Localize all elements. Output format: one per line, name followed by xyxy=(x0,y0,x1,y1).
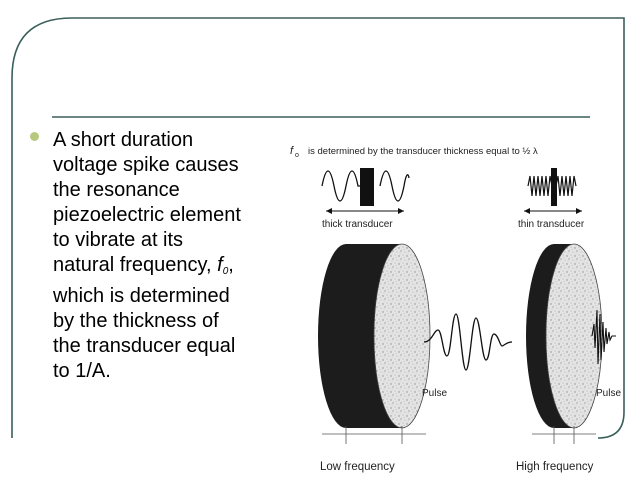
body-line: to 1/A. xyxy=(53,360,111,382)
body-line: to vibrate at its xyxy=(53,229,184,251)
thick-arrow-right-head xyxy=(398,208,404,214)
thin-transducer-label: thin transducer xyxy=(518,219,585,230)
thick-disk-face xyxy=(373,243,431,429)
body-line: by the thickness of xyxy=(53,310,219,332)
thick-transducer-label: thick transducer xyxy=(322,219,393,230)
body-line: the transducer equal xyxy=(53,335,236,357)
caption-subscript: o xyxy=(295,152,299,159)
f0-letter: f xyxy=(217,254,223,276)
low-frequency-pulse xyxy=(423,313,513,371)
thin-wave xyxy=(527,175,577,197)
transducer-figure: f o is determined by the transducer thic… xyxy=(290,145,621,473)
high-frequency-label: High frequency xyxy=(516,461,594,473)
slide-body-text: A short duration voltage spike causes th… xyxy=(53,128,283,384)
body-line: voltage spike causes xyxy=(53,154,239,176)
pulse-label-left: Pulse xyxy=(422,388,447,399)
body-line: A short duration xyxy=(53,129,194,151)
thick-wave xyxy=(321,170,410,202)
thin-arrow-left-head xyxy=(524,208,530,214)
thin-element xyxy=(551,168,557,206)
caption-symbol: f xyxy=(290,145,294,157)
high-frequency-pulse xyxy=(591,309,616,365)
f0-symbol: f0 xyxy=(217,254,229,277)
thin-arrow-right-head xyxy=(576,208,582,214)
thin-disk-face xyxy=(545,243,603,429)
f0-subscript: 0 xyxy=(222,266,229,277)
thick-arrow-left-head xyxy=(326,208,332,214)
thick-element xyxy=(360,168,374,206)
body-line: piezoelectric element xyxy=(53,204,241,226)
f0-comma: , xyxy=(228,254,234,276)
body-line: which is determined xyxy=(53,285,230,307)
body-line: the resonance xyxy=(53,179,180,201)
body-line-text: natural frequency, xyxy=(53,254,218,276)
caption-text: is determined by the transducer thicknes… xyxy=(308,146,538,157)
frame-border xyxy=(11,17,625,439)
body-line-frequency: natural frequency, f0, xyxy=(53,253,283,284)
low-frequency-label: Low frequency xyxy=(320,461,395,473)
pulse-label-right: Pulse xyxy=(596,388,621,399)
bullet-dot xyxy=(30,132,39,141)
